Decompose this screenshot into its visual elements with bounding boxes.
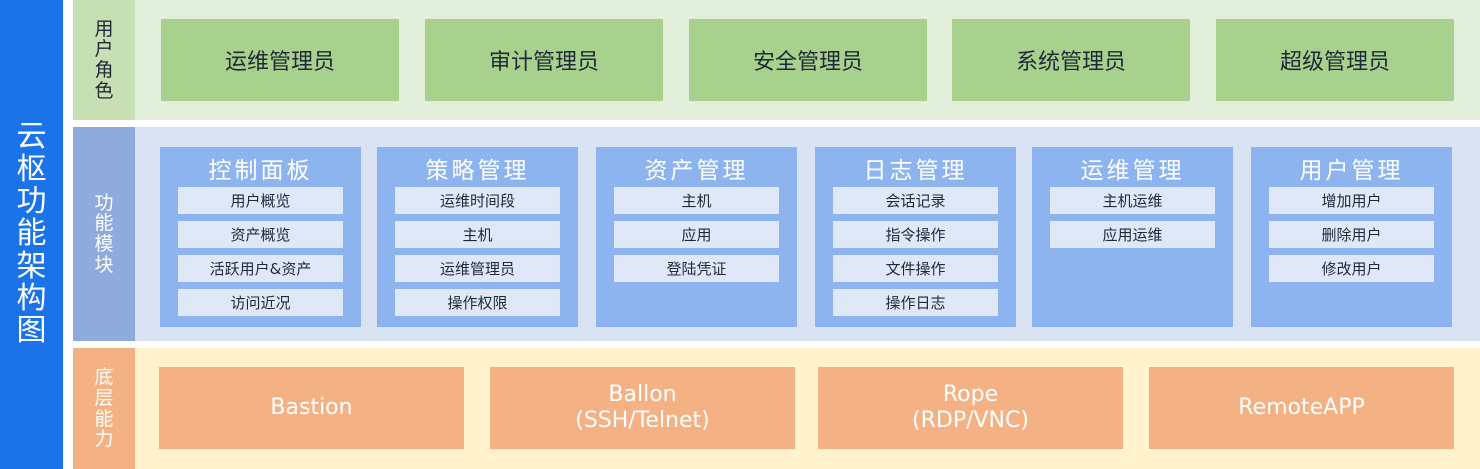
module-item: 运维时间段 — [395, 187, 560, 214]
capability-box: Bastion — [159, 367, 464, 449]
module-title: 运维管理 — [1080, 158, 1185, 184]
base-capabilities-band: 底层能力 Bastion Ballon(SSH/Telnet) Rope(RDP/V… — [73, 348, 1480, 469]
module-item: 修改用户 — [1269, 255, 1434, 282]
module-item: 访问近况 — [178, 289, 343, 316]
module-title: 日志管理 — [863, 158, 968, 184]
role-box: 审计管理员 — [425, 19, 663, 101]
capability-box: Ballon(SSH/Telnet) — [490, 367, 795, 449]
module-card: 控制面板用户概览资产概览活跃用户&资产访问近况 — [160, 147, 361, 327]
module-card: 用户管理增加用户删除用户修改用户 — [1251, 147, 1452, 327]
user-roles-label-char: 角 — [94, 59, 114, 81]
capability-protocol: (SSH/Telnet) — [575, 408, 710, 433]
capability-name: RemoteAPP — [1238, 394, 1365, 420]
function-modules-body: 控制面板用户概览资产概览活跃用户&资产访问近况策略管理运维时间段主机运维管理员操… — [135, 127, 1480, 341]
capability-box: RemoteAPP — [1149, 367, 1454, 449]
capability-name: Rope — [942, 381, 999, 407]
module-item: 会话记录 — [833, 187, 998, 214]
module-item: 删除用户 — [1269, 221, 1434, 248]
user-roles-label: 用户角色 — [73, 0, 135, 120]
module-item: 操作日志 — [833, 289, 998, 316]
base-capabilities-label-char: 层 — [94, 386, 114, 409]
module-item: 资产概览 — [178, 221, 343, 248]
diagram-title-char: 图 — [16, 313, 47, 349]
module-item: 登陆凭证 — [614, 255, 779, 282]
diagram-title-char: 功 — [16, 183, 47, 219]
module-title: 控制面板 — [208, 158, 313, 184]
module-title: 资产管理 — [644, 158, 749, 184]
capability-protocol: (RDP/VNC) — [912, 408, 1029, 433]
base-capabilities-label: 底层能力 — [73, 348, 135, 469]
function-modules-label-char: 模 — [94, 233, 114, 255]
module-item: 增加用户 — [1269, 187, 1434, 214]
diagram-title-char: 构 — [16, 281, 47, 317]
diagram-title: 云枢功能架构图 — [0, 0, 63, 469]
function-modules-label: 功能模块 — [73, 127, 135, 341]
diagram-title-char: 云 — [16, 119, 47, 155]
diagram-title-char: 架 — [16, 248, 47, 284]
module-item: 应用 — [614, 221, 779, 248]
module-card: 日志管理会话记录指令操作文件操作操作日志 — [815, 147, 1016, 327]
module-card: 策略管理运维时间段主机运维管理员操作权限 — [377, 147, 578, 327]
diagram-title-char: 枢 — [16, 151, 47, 187]
module-item: 运维管理员 — [395, 255, 560, 282]
user-roles-label-char: 用 — [94, 17, 114, 40]
module-item: 文件操作 — [833, 255, 998, 282]
base-capabilities-label-char: 力 — [94, 428, 114, 451]
module-item: 指令操作 — [833, 221, 998, 248]
base-capabilities-label-char: 底 — [94, 366, 114, 389]
user-roles-label-char: 色 — [94, 79, 114, 102]
capability-box: Rope(RDP/VNC) — [818, 367, 1123, 449]
role-box: 系统管理员 — [952, 19, 1190, 101]
user-roles-band: 用户角色 运维管理员审计管理员安全管理员系统管理员超级管理员 — [73, 0, 1480, 120]
function-modules-label-char: 块 — [94, 253, 114, 276]
user-roles-label-char: 户 — [94, 38, 114, 61]
module-item: 主机 — [395, 221, 560, 248]
capability-name: Ballon — [608, 381, 677, 407]
module-title: 用户管理 — [1299, 158, 1404, 184]
module-card: 运维管理主机运维应用运维 — [1032, 147, 1233, 327]
diagram-title-char: 能 — [16, 216, 47, 252]
module-title: 策略管理 — [425, 158, 530, 184]
module-item: 应用运维 — [1050, 221, 1215, 248]
role-box: 运维管理员 — [161, 19, 399, 101]
module-item: 主机运维 — [1050, 187, 1215, 214]
module-item: 操作权限 — [395, 289, 560, 316]
module-item: 活跃用户&资产 — [178, 255, 343, 282]
user-roles-body: 运维管理员审计管理员安全管理员系统管理员超级管理员 — [135, 0, 1480, 120]
role-box: 超级管理员 — [1216, 19, 1454, 101]
role-box: 安全管理员 — [689, 19, 927, 101]
module-item: 用户概览 — [178, 187, 343, 214]
function-modules-label-char: 功 — [94, 191, 114, 214]
function-modules-band: 功能模块 控制面板用户概览资产概览活跃用户&资产访问近况策略管理运维时间段主机运… — [73, 127, 1480, 341]
function-modules-label-char: 能 — [94, 212, 114, 235]
module-item: 主机 — [614, 187, 779, 214]
module-card: 资产管理主机应用登陆凭证 — [596, 147, 797, 327]
base-capabilities-label-char: 能 — [94, 407, 114, 430]
base-capabilities-body: Bastion Ballon(SSH/Telnet) Rope(RDP/VNC) Re… — [135, 348, 1480, 469]
capability-name: Bastion — [270, 394, 353, 420]
